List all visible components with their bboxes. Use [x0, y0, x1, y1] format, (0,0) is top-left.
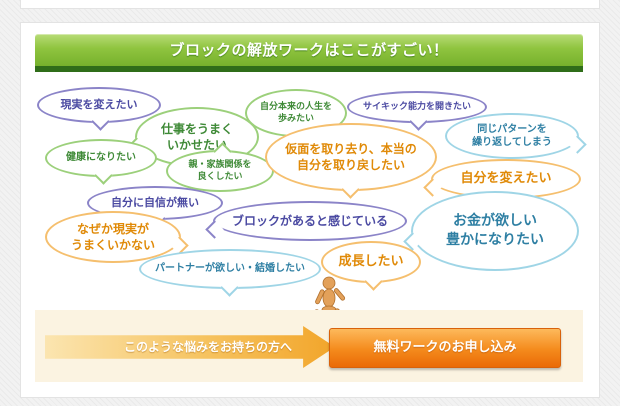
free-work-apply-button[interactable]: 無料ワークのお申し込み	[329, 328, 561, 368]
arrow-text: このような悩みをお持ちの方へ	[123, 340, 292, 354]
bubble-own-life: 自分本来の人生を 歩みたい	[245, 89, 347, 137]
bubble-grow: 成長したい	[321, 241, 421, 283]
bubble-change-reality: 現実を変えたい	[37, 87, 161, 123]
top-card-edge	[20, 0, 600, 9]
cta-panel: このような悩みをお持ちの方へ 無料ワークのお申し込み	[35, 310, 583, 382]
bubble-money: お金が欲しい 豊かになりたい	[411, 191, 579, 271]
bubble-true-self: 仮面を取り去り、本当の 自分を取り戻したい	[265, 123, 437, 191]
bubble-family: 親・家族関係を 良くしたい	[166, 150, 274, 192]
header-underline	[35, 66, 583, 72]
section-title: ブロックの解放ワークはここがすごい！	[169, 41, 449, 59]
bubble-reality-not-working: なぜか現実が うまくいかない	[45, 211, 181, 263]
bubble-healthy: 健康になりたい	[45, 139, 157, 177]
bubble-psychic: サイキック能力を開きたい	[347, 91, 487, 123]
bubble-same-pattern: 同じパターンを 繰り返してしまう	[445, 113, 579, 159]
bubble-partner: パートナーが欲しい・結婚したい	[139, 249, 321, 289]
feature-card: ブロックの解放ワークはここがすごい！ 現実を変えたい 仕事をうまく いかせたい …	[20, 22, 600, 398]
section-header: ブロックの解放ワークはここがすごい！	[35, 34, 583, 66]
bubble-block-feeling: ブロックがあると感じている	[213, 201, 407, 241]
